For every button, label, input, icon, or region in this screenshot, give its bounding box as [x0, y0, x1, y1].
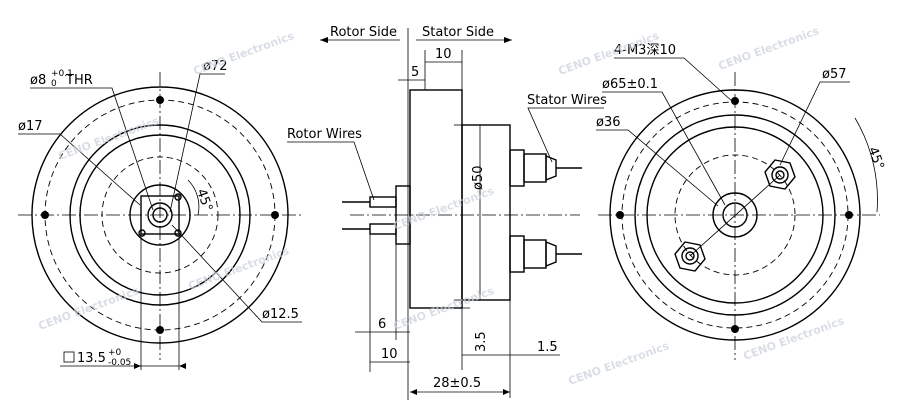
left-bolt-hole-right [271, 211, 279, 219]
right-hub-inner [722, 202, 748, 228]
leader-stator-wires [527, 107, 604, 163]
right-body-inner [646, 126, 824, 304]
left-bore-outer [147, 202, 173, 228]
rotor-wires-label: Rotor Wires [287, 127, 362, 142]
arrow-28-l [410, 389, 417, 395]
d72-label: ø72 [203, 59, 228, 74]
d36-label: ø36 [596, 115, 621, 130]
left-outer-flange [31, 86, 289, 344]
stator-gland-top [509, 149, 582, 187]
watermark-8: CENO Electronics [567, 339, 672, 388]
left-body-outer [69, 124, 251, 306]
leader-d72 [169, 73, 225, 213]
right-bolt-hole-right [845, 211, 853, 219]
leader-d17 [18, 133, 141, 206]
holes-label: 4-M3深10 [614, 43, 676, 58]
leader-d36 [596, 129, 719, 207]
h3-5-label: 3.5 [474, 331, 489, 352]
bore-label: ø8 [30, 73, 46, 88]
arrow-28-r [503, 389, 510, 395]
angle-left-label: 45° [193, 187, 215, 214]
side-view: Rotor Side Stator Side Rotor Wires [287, 25, 607, 400]
left-pin-se [174, 229, 182, 237]
bore-suffix: THR [65, 73, 93, 88]
watermark-5: CENO Electronics [392, 284, 497, 333]
angle-arc-right [854, 117, 878, 213]
left-body-inner [79, 134, 241, 296]
bore-tol-lower: 0 [51, 79, 57, 89]
side-stator-body [461, 124, 511, 301]
watermark-7: CENO Electronics [717, 24, 822, 73]
d50-label: ø50 [471, 166, 486, 191]
right-gland-sw [674, 241, 706, 272]
square-tol-upper: +0 [108, 348, 122, 358]
stator-side-arrowhead [504, 37, 512, 43]
leader-bore [30, 87, 154, 211]
bore-tol-upper: +0.1 [51, 69, 73, 79]
rotor-pin-bottom [369, 223, 397, 235]
stator-side-label: Stator Side [422, 25, 494, 40]
leader-holes [614, 57, 734, 103]
leader-d12-5 [171, 224, 302, 323]
d57-label: ø57 [822, 67, 847, 82]
leader-d65 [602, 91, 726, 206]
d17-label: ø17 [18, 119, 43, 134]
left-inner-dash [101, 156, 219, 274]
left-bolt-hole-left [41, 211, 49, 219]
stator-gland-bottom [509, 235, 582, 273]
right-hub-outer [712, 192, 758, 238]
leader-rotor-wires [287, 141, 375, 201]
right-gland-ne [764, 159, 796, 190]
left-square-hub [140, 195, 180, 235]
left-pin-ne [174, 193, 182, 201]
square-tol-lower: -0.05 [108, 358, 131, 368]
d65-label: ø65±0.1 [602, 77, 658, 92]
w10-top-label: 10 [435, 47, 452, 62]
right-body-outer [634, 114, 836, 316]
rotor-side-arrowhead [320, 37, 328, 43]
w5-label: 5 [411, 65, 419, 80]
right-bolt-hole-top [731, 97, 739, 105]
watermark-10: CENO Electronics [37, 284, 142, 333]
right-bolt-hole-left [616, 211, 624, 219]
watermark-1: CENO Electronics [192, 29, 297, 78]
w28-label: 28±0.5 [433, 376, 481, 391]
angle-right-label: 45° [865, 145, 887, 172]
stator-face-view: 4-M3深10 ø65±0.1 ø57 ø36 45° [596, 43, 887, 360]
left-pin-sw [138, 229, 146, 237]
left-bolt-hole-bottom [156, 326, 164, 334]
watermark-3: CENO Electronics [187, 244, 292, 293]
w6-label: 6 [378, 317, 386, 332]
left-hub-ring [129, 184, 191, 246]
left-bolt-hole-top [156, 96, 164, 104]
left-bore-inner [152, 207, 168, 223]
d12-5-label: ø12.5 [262, 307, 299, 322]
right-inner-dash [674, 154, 796, 276]
square-symbol [63, 351, 75, 363]
arrow-square-r [179, 363, 186, 369]
w10-bottom-label: 10 [381, 347, 398, 362]
stator-wires-label: Stator Wires [527, 93, 607, 108]
right-gland-axis [689, 174, 781, 257]
leader-d57 [779, 81, 850, 166]
w1-5-label: 1.5 [537, 340, 558, 355]
arrow-square-l [134, 363, 141, 369]
rotor-face-view: ø8 +0.1 0 THR ø72 ø17 45° ø12.5 13.5 +0 … [18, 59, 302, 370]
right-outer-flange [609, 89, 861, 341]
rotor-side-label: Rotor Side [330, 25, 397, 40]
angle-arc-left [187, 179, 200, 216]
square-label: 13.5 [77, 351, 106, 366]
right-bolt-hole-bottom [731, 325, 739, 333]
watermark-4: CENO Electronics [392, 184, 497, 233]
